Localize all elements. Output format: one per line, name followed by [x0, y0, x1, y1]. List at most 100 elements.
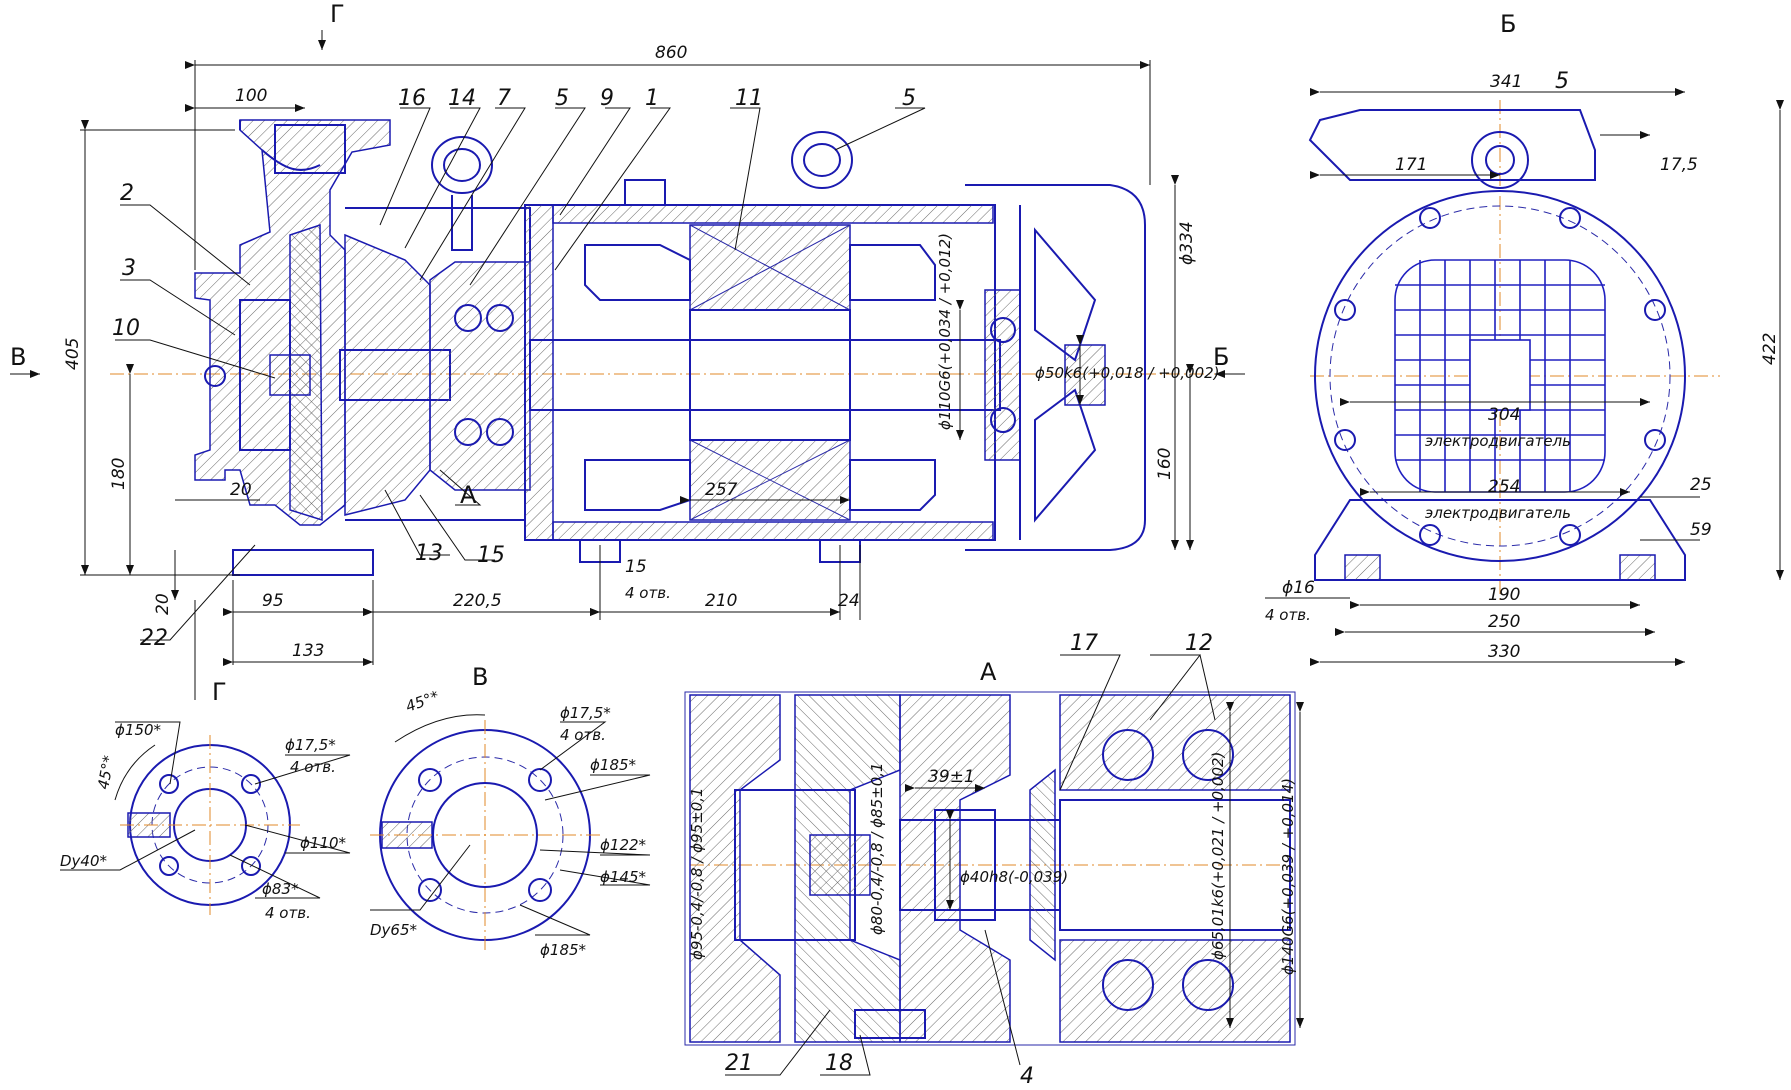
detail-dim-140: ϕ140G6(+0,039 / +0,014): [1279, 778, 1297, 975]
casing-outline: [239, 120, 321, 171]
dim-100: 100: [235, 86, 267, 106]
callout-10: 10: [112, 316, 140, 341]
rotor: [689, 309, 851, 441]
callout-2: 2: [120, 181, 134, 206]
detail-bearing-cover-top: [1059, 694, 1291, 791]
detail-a-dimensions: [725, 654, 1304, 1076]
detail-bearing-cover-bottom: [1059, 939, 1291, 1043]
suction-eye: [239, 299, 291, 451]
detail-seal: [934, 809, 996, 921]
end-eyebolt-inner: [1485, 145, 1515, 175]
dim-20-left: 20: [230, 480, 252, 500]
end-foot-left: [1344, 554, 1381, 581]
flange-g-holes-a: 4 отв.: [290, 758, 336, 776]
dim-20-bottom: 20: [153, 593, 173, 615]
detail-callout-17: 17: [1070, 631, 1098, 656]
winding-right-top: [849, 244, 936, 301]
bearing-housing: [429, 261, 531, 491]
detail-dim-40: ϕ40h8(-0,039): [960, 868, 1068, 886]
discharge-bore: [274, 124, 346, 174]
flange-g-title: Г: [212, 678, 227, 706]
end-dimensions: [1265, 88, 1784, 666]
callout-14: 14: [448, 86, 476, 111]
callout-5b: 5: [902, 86, 916, 111]
detail-callout-12: 12: [1185, 631, 1213, 656]
flange-g-hole-1: [159, 774, 179, 794]
dim-250: 250: [1488, 612, 1520, 632]
detail-dim-95: ϕ95-0,4/-0,8 / ϕ95±0,1: [688, 787, 706, 960]
dim-304: 304: [1488, 405, 1520, 425]
callout-22: 22: [140, 626, 168, 651]
dim-330: 330: [1488, 642, 1520, 662]
dim-257: 257: [705, 480, 738, 500]
dim-210: 210: [705, 591, 737, 611]
fan-hub: [1064, 344, 1106, 406]
terminal-box: [624, 179, 666, 206]
callout-7: 7: [497, 86, 511, 111]
end-bolt-8: [1559, 524, 1581, 546]
eyebolt-1-stem: [451, 195, 473, 251]
impeller-nut: [269, 354, 311, 396]
dim-860: 860: [655, 43, 687, 63]
dim-95: 95: [262, 591, 284, 611]
detail-bolt: [854, 1009, 926, 1039]
end-view-title: Б: [1500, 10, 1516, 38]
end-bolt-2: [1644, 299, 1666, 321]
pump-foot: [232, 549, 374, 576]
dim-190: 190: [1488, 585, 1520, 605]
flange-v-leaders: [370, 714, 651, 936]
callout-15: 15: [477, 543, 505, 568]
flange-g-d150: ϕ150*: [115, 721, 162, 739]
seal-housing: [344, 233, 431, 516]
dim-254: 254: [1488, 477, 1520, 497]
flange-v-d185a: ϕ185*: [590, 756, 637, 774]
eyebolt-1-inner: [443, 148, 481, 182]
flange-v-hole-2: [528, 768, 552, 792]
dim-334: ϕ334: [1177, 221, 1197, 265]
bearing-ball-1: [454, 304, 482, 332]
bearing-ball-4: [486, 418, 514, 446]
flange-g-dy40: Dy40*: [60, 852, 108, 870]
dim-171: 171: [1395, 155, 1427, 175]
flange-g-holes-b: 4 отв.: [265, 904, 311, 922]
dim-220-5: 220,5: [453, 591, 502, 611]
callout-5a: 5: [555, 86, 569, 111]
end-bolt-3: [1334, 429, 1356, 451]
dim-holes-4: 4 отв.: [625, 584, 671, 602]
end-eyebolt: [1471, 131, 1529, 189]
flange-v-hole-1: [418, 768, 442, 792]
callout-3: 3: [122, 256, 136, 281]
detail-ball-1: [1102, 729, 1154, 781]
fan-cowl: [965, 184, 1146, 551]
detail-callout-18: 18: [825, 1051, 853, 1076]
rear-ball-2: [990, 407, 1016, 433]
motor-frame-bottom: [552, 521, 994, 541]
detail-shaft-2: [1059, 799, 1291, 931]
section-mark-a: А: [460, 481, 477, 509]
flange-g-d83: ϕ83*: [262, 880, 299, 898]
end-bolt-circle: [1329, 205, 1671, 547]
end-bolt-5: [1419, 207, 1441, 229]
end-terminal-box: [1308, 109, 1596, 181]
motor-shaft: [529, 339, 1001, 411]
dim-133: 133: [292, 641, 324, 661]
bearing-ball-3: [454, 418, 482, 446]
flange-v-hole-4: [528, 878, 552, 902]
stator-cross: [689, 224, 851, 521]
view-arrow-g: Г: [330, 0, 345, 28]
dim-d16: ϕ16: [1282, 578, 1315, 598]
flange-v-bore: [432, 782, 538, 888]
bearing-ball-2: [486, 304, 514, 332]
callout-9: 9: [600, 86, 614, 111]
dim-24: 24: [838, 591, 860, 611]
flange-g-hole-4: [241, 856, 261, 876]
detail-a-view: А 17 12 21 18: [684, 631, 1304, 1089]
dim-59: 59: [1690, 520, 1712, 540]
flange-v-d122: ϕ122*: [600, 836, 647, 854]
flange-v-d185b: ϕ185*: [540, 941, 587, 959]
main-view: 16 14 7 5 9 1 11 5 2 3 10 13 15 22 А В Б…: [10, 0, 1245, 700]
end-bolt-4: [1644, 429, 1666, 451]
flange-g-leaders: [60, 721, 351, 899]
view-arrow-b: Б: [1213, 343, 1229, 371]
